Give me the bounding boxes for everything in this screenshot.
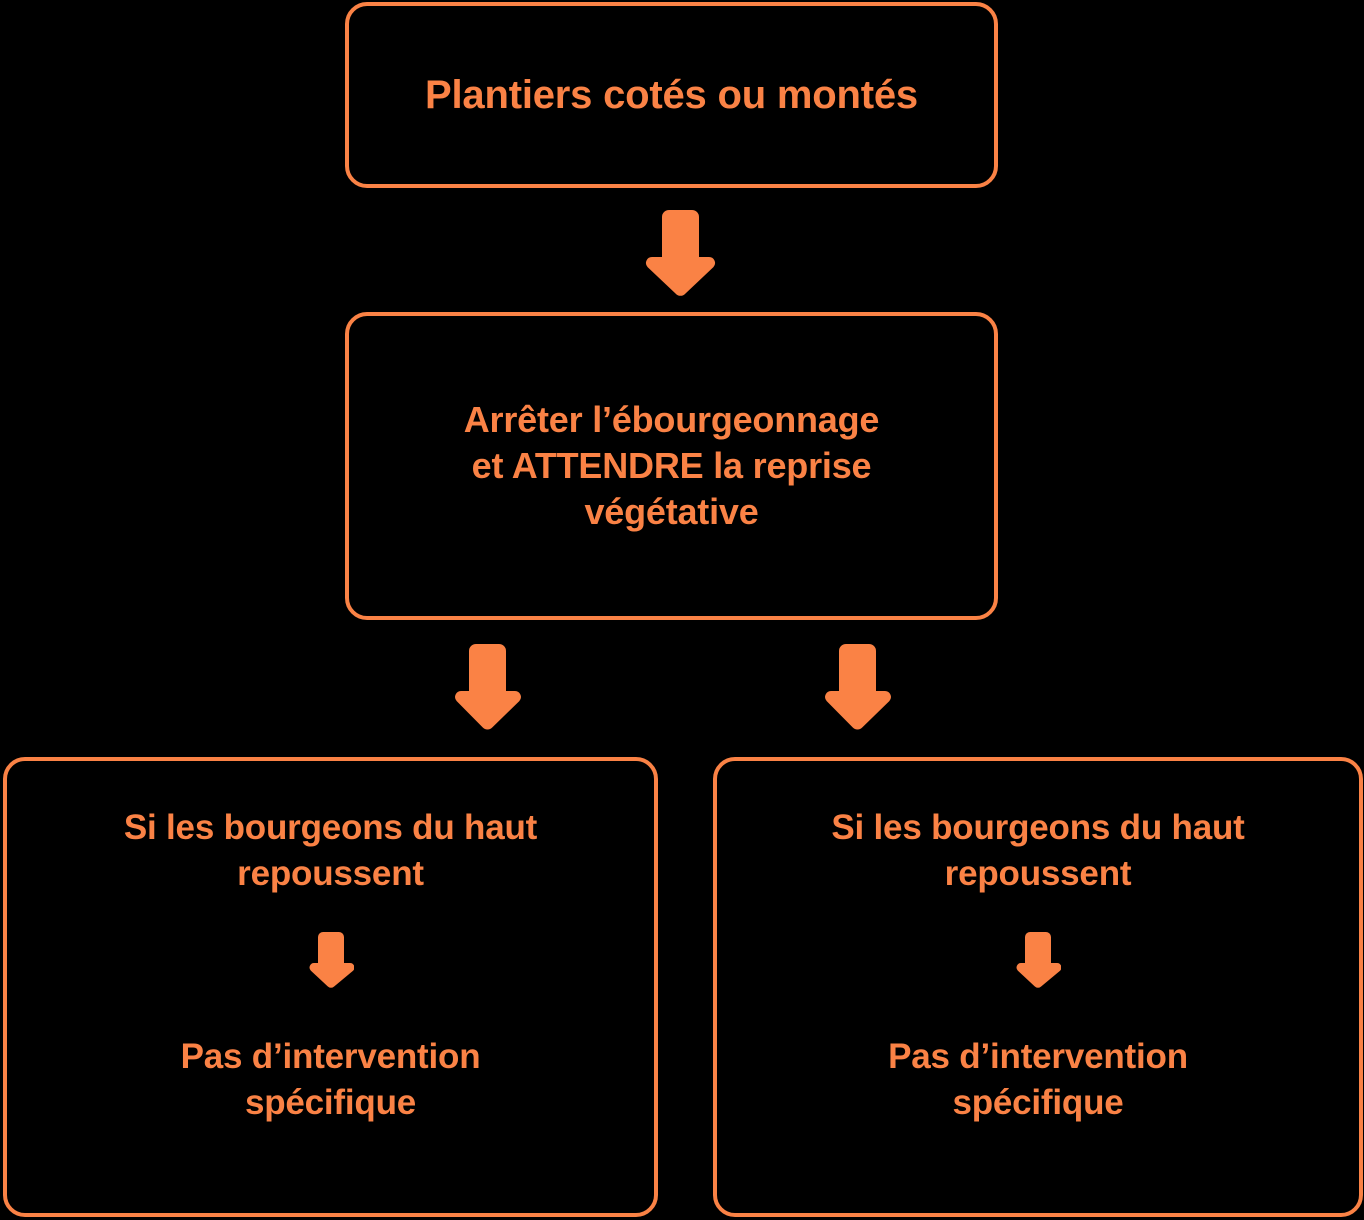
flow-node-wait-line-2: et ATTENDRE la reprise bbox=[471, 444, 872, 486]
flow-node-wait-line-3: végétative bbox=[584, 491, 759, 533]
flow-node-left-branch: Si les bourgeons du haut repoussent Pas … bbox=[3, 757, 658, 1217]
flow-node-left-result: Pas d’intervention spécifique bbox=[181, 1034, 481, 1125]
flow-node-plantiers: Plantiers cotés ou montés bbox=[345, 2, 998, 188]
flow-node-left-result-line-2: spécifique bbox=[244, 1082, 417, 1122]
flow-node-right-result: Pas d’intervention spécifique bbox=[888, 1034, 1188, 1125]
down-arrow-icon bbox=[645, 207, 716, 299]
flow-node-right-result-line-2: spécifique bbox=[952, 1082, 1124, 1122]
down-arrow-icon bbox=[454, 641, 521, 733]
flow-node-wait-line-1: Arrêter l’ébourgeonnage bbox=[463, 398, 880, 440]
flow-node-right-condition: Si les bourgeons du haut repoussent bbox=[831, 808, 1245, 893]
flow-node-left-result-line-1: Pas d’intervention bbox=[180, 1037, 481, 1076]
flow-node-right-result-line-1: Pas d’intervention bbox=[888, 1037, 1188, 1076]
down-arrow-icon bbox=[824, 641, 891, 733]
flow-node-right-branch: Si les bourgeons du haut repoussent Pas … bbox=[713, 757, 1363, 1217]
down-arrow-icon bbox=[308, 930, 354, 990]
flow-node-arreter-ebourgeonnage: Arrêter l’ébourgeonnage et ATTENDRE la r… bbox=[345, 312, 998, 620]
down-arrow-icon bbox=[1015, 930, 1061, 990]
flow-node-plantiers-label: Plantiers cotés ou montés bbox=[425, 73, 918, 117]
flow-node-left-condition: Si les bourgeons du haut repoussent bbox=[123, 808, 538, 893]
